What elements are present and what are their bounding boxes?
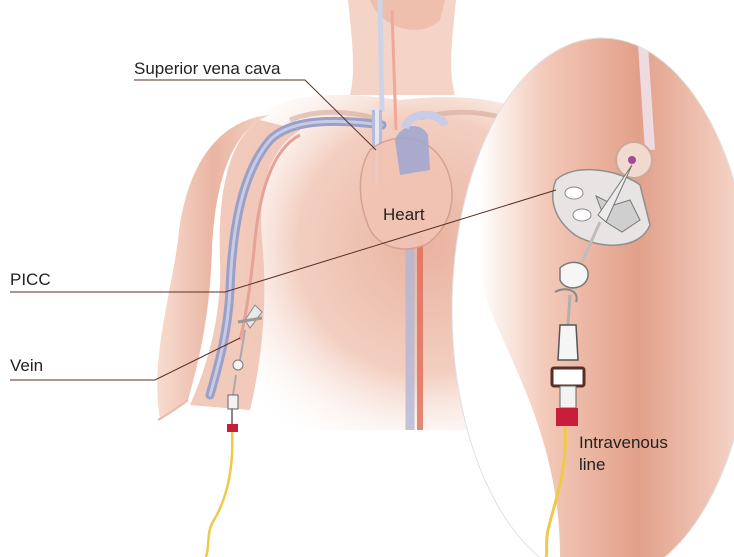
label-superior-vena-cava: Superior vena cava bbox=[134, 59, 280, 79]
label-vein: Vein bbox=[10, 356, 43, 376]
label-picc: PICC bbox=[10, 270, 51, 290]
label-heart: Heart bbox=[383, 205, 425, 225]
iv-tube-main bbox=[206, 432, 232, 557]
label-intravenous-line-2: line bbox=[579, 454, 689, 476]
label-intravenous-line: Intravenous line bbox=[579, 432, 689, 476]
label-intravenous-line-1: Intravenous bbox=[579, 432, 689, 454]
inset-cap bbox=[556, 408, 578, 426]
catheter-clamp bbox=[560, 262, 588, 287]
